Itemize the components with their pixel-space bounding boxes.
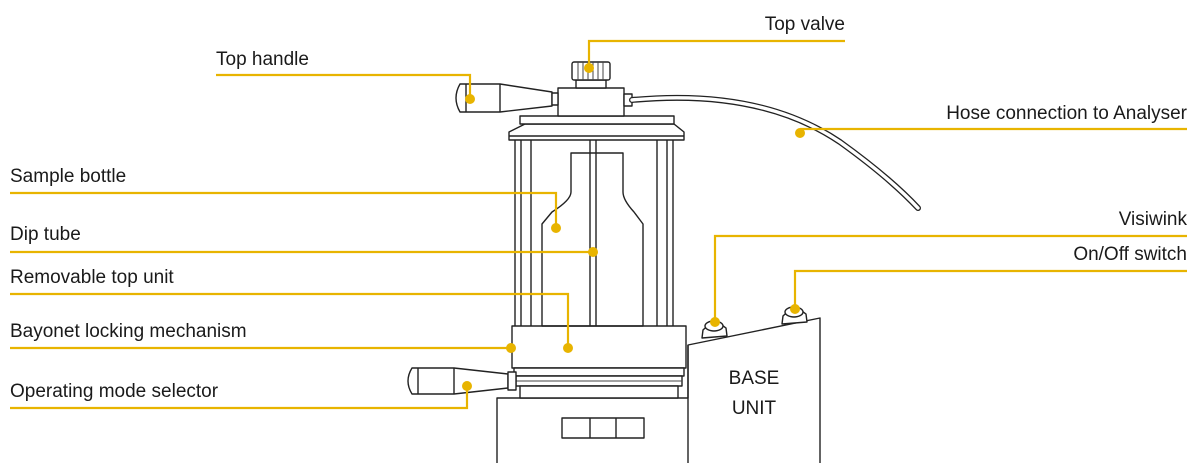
label-dip-tube: Dip tube bbox=[10, 224, 81, 245]
marker-top-valve bbox=[584, 63, 594, 73]
leader-removable-top-unit bbox=[10, 292, 570, 348]
hose bbox=[629, 94, 921, 211]
label-sample-bottle: Sample bottle bbox=[10, 166, 126, 187]
base-unit: BASE UNIT bbox=[496, 317, 821, 463]
leader-visiwink bbox=[713, 234, 1187, 322]
callout-bayonet-locking: Bayonet locking mechanism bbox=[10, 321, 516, 353]
leader-on-off-switch bbox=[793, 269, 1187, 309]
label-hose-connection: Hose connection to Analyser bbox=[946, 103, 1187, 124]
label-top-handle: Top handle bbox=[216, 49, 309, 70]
label-removable-top-unit: Removable top unit bbox=[10, 267, 174, 288]
callout-visiwink: Visiwink bbox=[710, 209, 1188, 327]
annotations: Top valve Top handle Hose connection to … bbox=[10, 14, 1188, 410]
top-handle bbox=[455, 83, 559, 113]
marker-operating-mode-selector bbox=[462, 381, 472, 391]
callout-operating-mode-selector: Operating mode selector bbox=[10, 381, 472, 410]
marker-bayonet-locking bbox=[506, 343, 516, 353]
sample-bottle bbox=[541, 152, 644, 327]
label-operating-mode-selector: Operating mode selector bbox=[10, 381, 219, 402]
leader-sample-bottle bbox=[10, 191, 558, 228]
valve-block bbox=[557, 79, 633, 117]
base-unit-label-line2: UNIT bbox=[732, 398, 777, 419]
label-top-valve: Top valve bbox=[765, 14, 845, 35]
bayonet-collar bbox=[511, 325, 687, 399]
marker-on-off-switch bbox=[790, 304, 800, 314]
marker-hose-connection bbox=[795, 128, 805, 138]
leader-top-valve bbox=[587, 39, 845, 68]
marker-dip-tube bbox=[588, 247, 598, 257]
operating-mode-handle bbox=[407, 367, 517, 395]
leader-top-handle bbox=[216, 73, 472, 99]
callout-sample-bottle: Sample bottle bbox=[10, 166, 561, 233]
marker-sample-bottle bbox=[551, 223, 561, 233]
equipment-drawing: BASE UNIT bbox=[407, 61, 921, 463]
top-lid bbox=[508, 115, 685, 141]
callout-on-off-switch: On/Off switch bbox=[790, 244, 1187, 314]
callout-removable-top-unit: Removable top unit bbox=[10, 267, 573, 353]
callout-dip-tube: Dip tube bbox=[10, 224, 598, 257]
callout-top-valve: Top valve bbox=[584, 14, 845, 73]
dip-tube bbox=[589, 140, 597, 326]
guard-rods bbox=[514, 140, 674, 326]
label-visiwink: Visiwink bbox=[1119, 209, 1188, 230]
label-on-off-switch: On/Off switch bbox=[1073, 244, 1187, 265]
marker-removable-top-unit bbox=[563, 343, 573, 353]
base-unit-label-line1: BASE bbox=[729, 368, 780, 389]
leader-operating-mode-selector bbox=[10, 386, 469, 410]
callout-top-handle: Top handle bbox=[216, 49, 475, 104]
label-bayonet-locking: Bayonet locking mechanism bbox=[10, 321, 247, 342]
marker-top-handle bbox=[465, 94, 475, 104]
marker-visiwink bbox=[710, 317, 720, 327]
callout-hose-connection: Hose connection to Analyser bbox=[795, 103, 1188, 138]
